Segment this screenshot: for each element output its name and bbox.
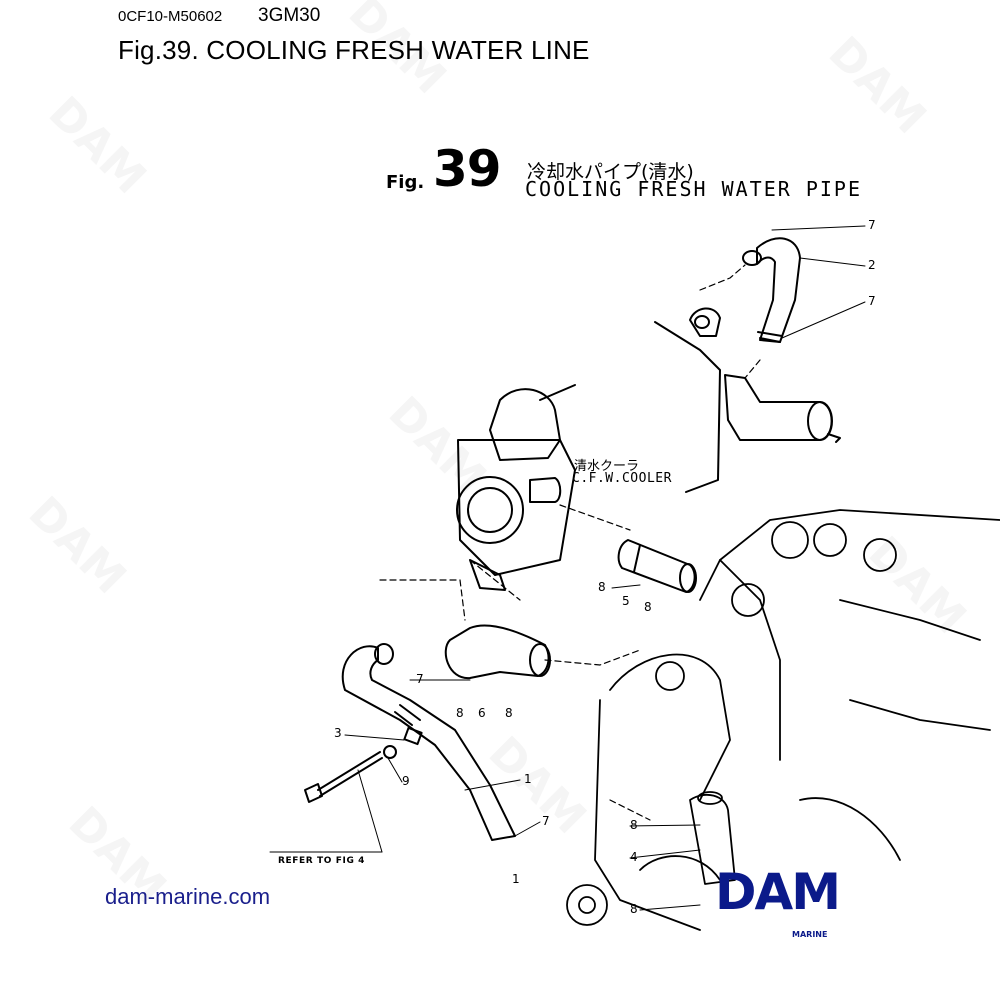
water-pump-housing <box>456 384 576 591</box>
part-number: 6 <box>478 706 486 720</box>
elbow-small-upper <box>689 307 721 337</box>
part-number: 9 <box>402 774 410 788</box>
part-number: 7 <box>542 814 550 828</box>
cooler-label-english: C.F.W.COOLER <box>572 471 672 486</box>
figure-number: 39 <box>433 140 502 198</box>
part-number: 7 <box>868 218 876 232</box>
cooler-label-japanese: 清水クーラ <box>574 459 640 474</box>
elbow-hose <box>444 624 551 680</box>
part-number: 1 <box>524 772 532 786</box>
leader-lines <box>269 225 866 911</box>
part-number: 8 <box>644 600 652 614</box>
figure-word: Fig. <box>386 172 425 193</box>
part-number: 4 <box>630 850 638 864</box>
figure-title-japanese: 冷却水パイプ(清水) <box>527 161 694 183</box>
part-number: 8 <box>630 902 638 916</box>
connector-pipe <box>617 539 697 593</box>
part-number: 8 <box>456 706 464 720</box>
part-number: 3 <box>334 726 342 740</box>
part-number: 5 <box>622 594 630 608</box>
refer-note: REFER TO FIG 4 <box>278 856 366 866</box>
part-number: 7 <box>868 294 876 308</box>
part-number: 8 <box>505 706 513 720</box>
part-number: 7 <box>416 672 424 686</box>
website-link[interactable]: dam-marine.com <box>105 884 271 909</box>
bolt-and-washer <box>304 745 397 803</box>
page-title: Fig.39. COOLING FRESH WATER LINE <box>118 35 590 65</box>
engine-block <box>566 509 1000 931</box>
lower-pipe <box>341 643 516 841</box>
flow-lines <box>379 264 761 821</box>
part-number: 8 <box>598 580 606 594</box>
logo-subtext: MARINE <box>792 930 828 939</box>
part-number: 8 <box>630 818 638 832</box>
part-number: 2 <box>868 258 876 272</box>
part-number: 1 <box>512 872 520 886</box>
cooler-body <box>654 321 841 493</box>
figure-title-english: COOLING FRESH WATER PIPE <box>525 177 862 201</box>
document-code: 0CF10-M50602 <box>118 8 223 25</box>
dam-marine-logo: DAM <box>715 863 841 921</box>
hose-upper <box>742 237 801 343</box>
engine-model: 3GM30 <box>258 5 321 26</box>
